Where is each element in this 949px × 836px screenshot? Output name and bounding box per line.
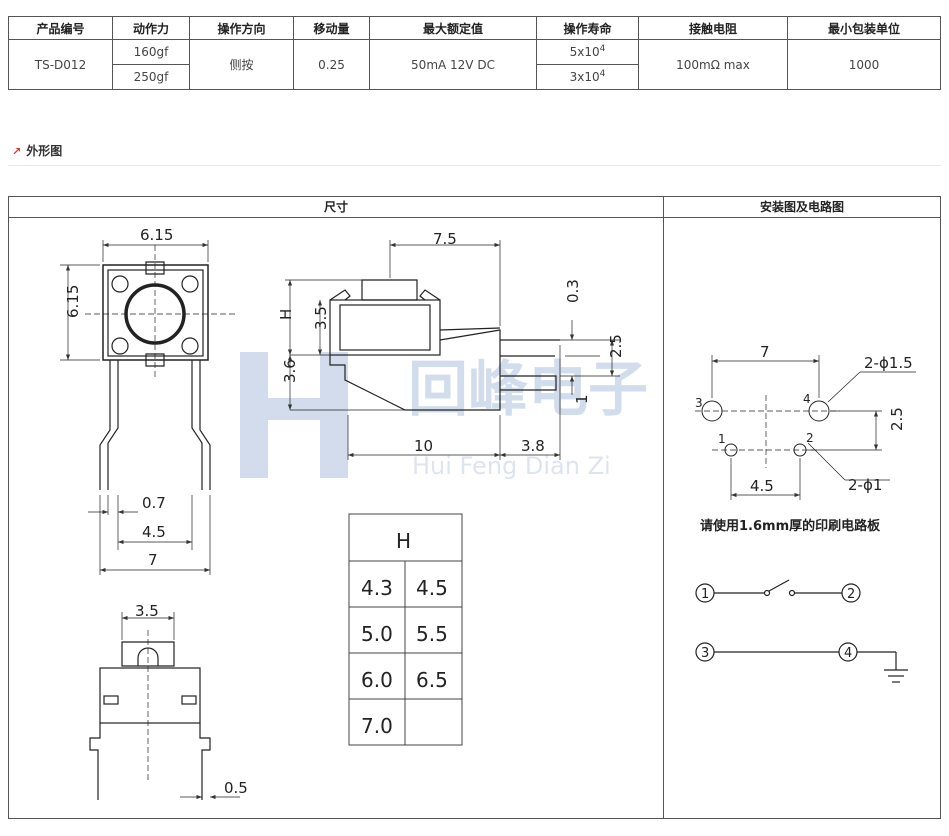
- dim-pin-width: 0.7: [142, 494, 166, 512]
- dim-side-top: 0.3: [564, 279, 582, 303]
- h-table: [348, 513, 463, 746]
- dim-bottom-pin: 0.5: [224, 779, 248, 797]
- circuit-node-3: 3: [701, 646, 709, 661]
- cell-force-2: 250gf: [112, 64, 190, 90]
- life-1-exp: 4: [599, 44, 606, 54]
- h-table-header: H: [396, 529, 411, 553]
- dim-pin-pitch: 4.5: [142, 523, 166, 541]
- pcb-pin-1: 1: [718, 432, 726, 446]
- red-arrow-icon: ↗: [12, 145, 22, 158]
- dimensions-header: 尺寸: [9, 197, 663, 218]
- cell-product-id: TS-D012: [8, 39, 113, 90]
- pcb-pin-4: 4: [803, 392, 811, 406]
- dim-bottom-width: 3.5: [135, 602, 159, 620]
- h-value: 5.0: [361, 622, 393, 646]
- dim-side-length: 7.5: [433, 230, 457, 248]
- h-value: 4.3: [361, 576, 393, 600]
- front-view: [60, 240, 235, 575]
- dim-side-body: 3.5: [312, 306, 330, 330]
- dim-side-h: H: [277, 309, 295, 320]
- circuit-node-2: 2: [847, 587, 855, 602]
- pcb-pin-3: 3: [695, 396, 703, 410]
- circuit-node-4: 4: [844, 646, 852, 661]
- section-title-text: 外形图: [26, 144, 63, 158]
- h-value: 4.5: [416, 576, 448, 600]
- dim-side-pin-off: 2.5: [607, 334, 625, 358]
- pcb-big-hole: 2-ϕ1.5: [864, 354, 913, 372]
- h-value: 5.5: [416, 622, 448, 646]
- cell-rating: 50mA 12V DC: [369, 39, 537, 90]
- h-value: 6.0: [361, 668, 393, 692]
- dim-total-width: 7: [148, 551, 158, 569]
- h-value: 7.0: [361, 714, 393, 738]
- cell-min-pack: 1000: [787, 39, 941, 90]
- dim-side-body-len: 10: [414, 437, 433, 455]
- pcb-offset: 2.5: [888, 407, 906, 431]
- dim-front-width: 6.15: [140, 226, 173, 244]
- pcb-pitch: 4.5: [750, 477, 774, 495]
- life-2-exp: 4: [599, 69, 606, 79]
- section-divider: [8, 165, 941, 166]
- pcb-layout: [695, 355, 916, 500]
- circuit-diagram: [695, 579, 908, 683]
- header-product-id: 产品编号: [8, 16, 113, 40]
- dim-side-base: 3.6: [281, 359, 299, 383]
- watermark-en: Hui Feng Dian Zi: [412, 452, 611, 480]
- life-1-base: 5x10: [569, 45, 600, 59]
- panel-divider: [663, 197, 664, 818]
- header-contact-resistance: 接触电阻: [638, 16, 788, 40]
- spec-header-row: 产品编号 动作力 操作方向 移动量 最大额定值 操作寿命 接触电阻 最小包装单位: [8, 16, 941, 40]
- dim-side-lead: 1: [573, 394, 591, 404]
- header-travel: 移动量: [293, 16, 370, 40]
- life-2-base: 3x10: [569, 70, 600, 84]
- pcb-pin-2: 2: [806, 431, 814, 445]
- h-value: 6.5: [416, 668, 448, 692]
- cell-contact-resistance: 100mΩ max: [638, 39, 788, 90]
- header-rating: 最大额定值: [369, 16, 537, 40]
- side-view: [285, 240, 620, 460]
- dim-front-height: 6.15: [64, 285, 82, 318]
- pcb-width: 7: [760, 343, 770, 361]
- spec-table: 产品编号 动作力 操作方向 移动量 最大额定值 操作寿命 接触电阻 最小包装单位…: [8, 16, 941, 90]
- section-title: ↗ 外形图: [12, 142, 62, 159]
- watermark: 回峰电子 Hui Feng Dian Zi: [240, 352, 648, 480]
- pcb-note: 请使用1.6mm厚的印刷电路板: [700, 518, 881, 534]
- watermark-logo-icon: [240, 352, 348, 478]
- cell-travel: 0.25: [293, 39, 370, 90]
- spec-row-2: 250gf 3x104: [9, 64, 941, 90]
- cell-direction: 侧按: [189, 39, 294, 90]
- drawing-panel: 尺寸 安装图及电路图: [8, 196, 941, 819]
- install-header: 安装图及电路图: [664, 197, 940, 218]
- circuit-node-1: 1: [701, 587, 709, 602]
- bottom-view: [89, 612, 240, 800]
- pcb-small-hole: 2-ϕ1: [848, 476, 882, 494]
- spec-row: TS-D012 160gf 侧按 0.25 50mA 12V DC 5x104 …: [8, 39, 941, 90]
- dim-side-pin-len: 3.8: [521, 437, 545, 455]
- cell-life-2: 3x104: [536, 64, 639, 90]
